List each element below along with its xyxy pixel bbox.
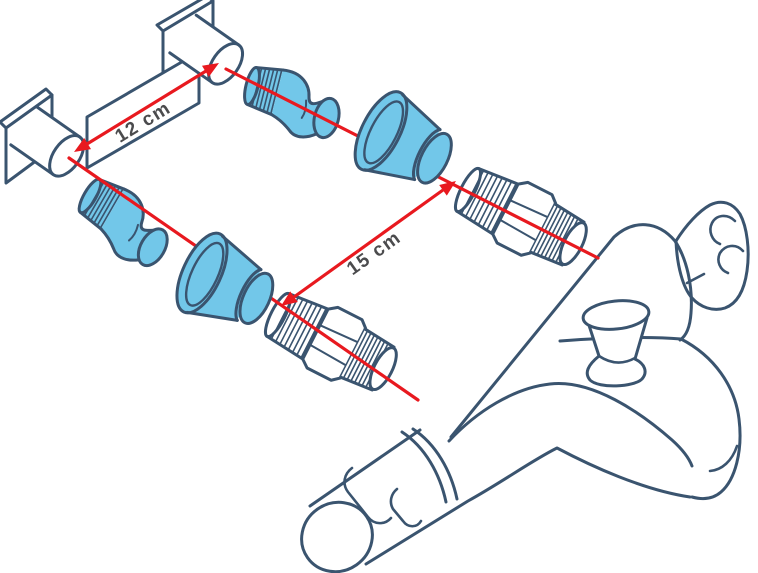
body-top-edge bbox=[449, 223, 693, 439]
inlet-fitting-top bbox=[444, 155, 599, 280]
spout-tip-line bbox=[708, 444, 739, 473]
arrowhead-left-icon bbox=[74, 138, 91, 152]
dimension-12cm-line bbox=[86, 69, 207, 146]
dimension-15cm bbox=[281, 181, 456, 306]
diverter-knob bbox=[581, 299, 651, 388]
inlet-fitting-bottom bbox=[254, 280, 409, 405]
dimension-12cm bbox=[74, 63, 219, 152]
arrowhead-upper-icon bbox=[439, 181, 456, 196]
flow-knob bbox=[674, 200, 750, 311]
arrowhead-right-icon bbox=[202, 63, 219, 77]
knob-separator-mark bbox=[685, 272, 706, 285]
temperature-knob bbox=[300, 428, 423, 573]
spout-bottom-edge bbox=[364, 446, 692, 566]
arrowhead-lower-icon bbox=[281, 291, 298, 306]
spout-right-edge bbox=[558, 336, 742, 501]
dimension-15cm-line bbox=[293, 188, 444, 299]
faucet-body bbox=[300, 200, 750, 573]
spout-top-edge bbox=[447, 382, 694, 468]
